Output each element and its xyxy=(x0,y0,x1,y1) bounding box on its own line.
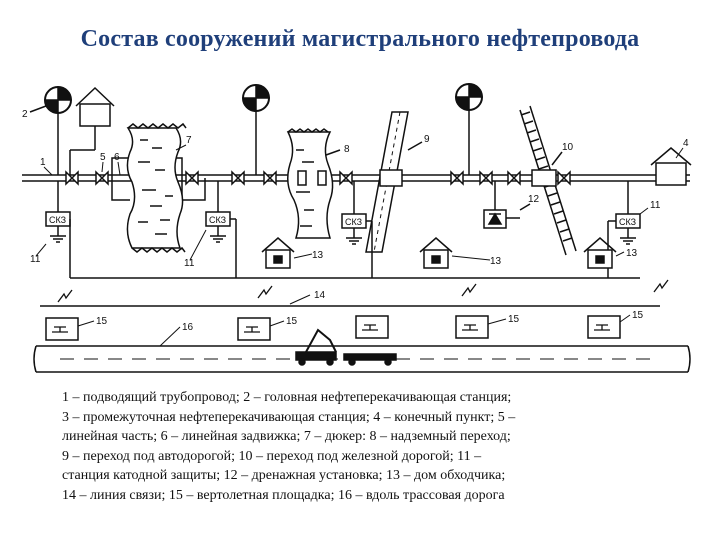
diagram-title: Состав сооружений магистрального нефтепр… xyxy=(80,26,640,52)
callout-7: 7 xyxy=(186,135,192,146)
skz-label-3: СКЗ xyxy=(345,217,362,227)
drainage-unit-icon xyxy=(483,181,531,229)
service-vehicle-icon xyxy=(295,328,397,366)
legend-line: 1 – подводящий трубопровод; 2 – головная… xyxy=(62,390,512,405)
legend-line: линейная часть; 6 – линейная задвижка; 7… xyxy=(62,429,511,444)
legend-line: 9 – переход под автодорогой; 10 – перехо… xyxy=(62,448,482,464)
callout-2: 2 xyxy=(22,109,28,120)
helipad-icons xyxy=(45,315,621,341)
callout-15-a: 15 xyxy=(96,316,108,327)
lineman-house-icon-3 xyxy=(583,237,617,269)
callout-15-b: 15 xyxy=(286,316,298,327)
callout-11-a: 11 xyxy=(30,254,41,265)
callout-labels: 1 2 4 5 6 7 8 9 10 11 11 11 12 13 13 13 … xyxy=(22,109,689,333)
callout-12: 12 xyxy=(528,194,540,205)
callout-15-d: 15 xyxy=(632,310,644,321)
callout-11-c: 11 xyxy=(650,200,661,211)
callout-13-b: 13 xyxy=(490,256,502,267)
callout-10: 10 xyxy=(562,142,574,153)
callout-11-b: 11 xyxy=(184,258,195,269)
line-valves xyxy=(65,170,571,186)
callout-4: 4 xyxy=(683,138,689,149)
railway-crossing xyxy=(519,105,577,256)
legend-line: станция катодной защиты; 12 – дренажная … xyxy=(62,468,506,483)
lineman-house-icon-1 xyxy=(261,237,295,269)
cathodic-station-2 xyxy=(205,181,237,278)
callout-1: 1 xyxy=(40,157,46,168)
skz-label-1: СКЗ xyxy=(49,215,66,225)
communication-line xyxy=(40,279,669,307)
operator-house-icon xyxy=(69,86,115,175)
skz-label-2: СКЗ xyxy=(209,215,226,225)
skz-labels: СКЗ СКЗ СКЗ СКЗ xyxy=(49,215,636,227)
callout-14: 14 xyxy=(314,290,326,301)
cathodic-station-3 xyxy=(341,181,373,278)
intermediate-station-icon xyxy=(242,84,270,175)
callout-8: 8 xyxy=(344,144,350,155)
legend-line: 14 – линия связи; 15 – вертолетная площа… xyxy=(62,487,505,503)
callout-13-c: 13 xyxy=(626,248,638,259)
lineman-house-icon-2 xyxy=(419,237,453,269)
callout-6: 6 xyxy=(114,152,120,163)
cathodic-station-4 xyxy=(607,181,641,278)
callout-5: 5 xyxy=(100,152,106,163)
callout-13-a: 13 xyxy=(312,250,324,261)
legend-line: 3 – промежуточная нефтеперекачивающая ст… xyxy=(62,409,516,425)
callout-leaders xyxy=(35,144,684,347)
main-pipeline xyxy=(22,174,690,182)
head-station-icon xyxy=(29,86,72,175)
end-point-house-icon xyxy=(650,147,692,186)
legend: 1 – подводящий трубопровод; 2 – головная… xyxy=(62,388,662,505)
river-crossing-duker xyxy=(126,122,187,253)
callout-16: 16 xyxy=(182,322,194,333)
road-crossing xyxy=(365,111,423,253)
skz-label-4: СКЗ xyxy=(619,217,636,227)
callout-15-c: 15 xyxy=(508,314,520,325)
callout-9: 9 xyxy=(424,134,430,145)
cathodic-station-1 xyxy=(45,181,71,278)
pipeline-diagram: 1 2 4 5 6 7 8 9 10 11 11 11 12 13 13 13 … xyxy=(22,83,692,373)
intermediate-station-icon-2 xyxy=(455,83,483,175)
above-ground-crossing xyxy=(286,128,341,239)
